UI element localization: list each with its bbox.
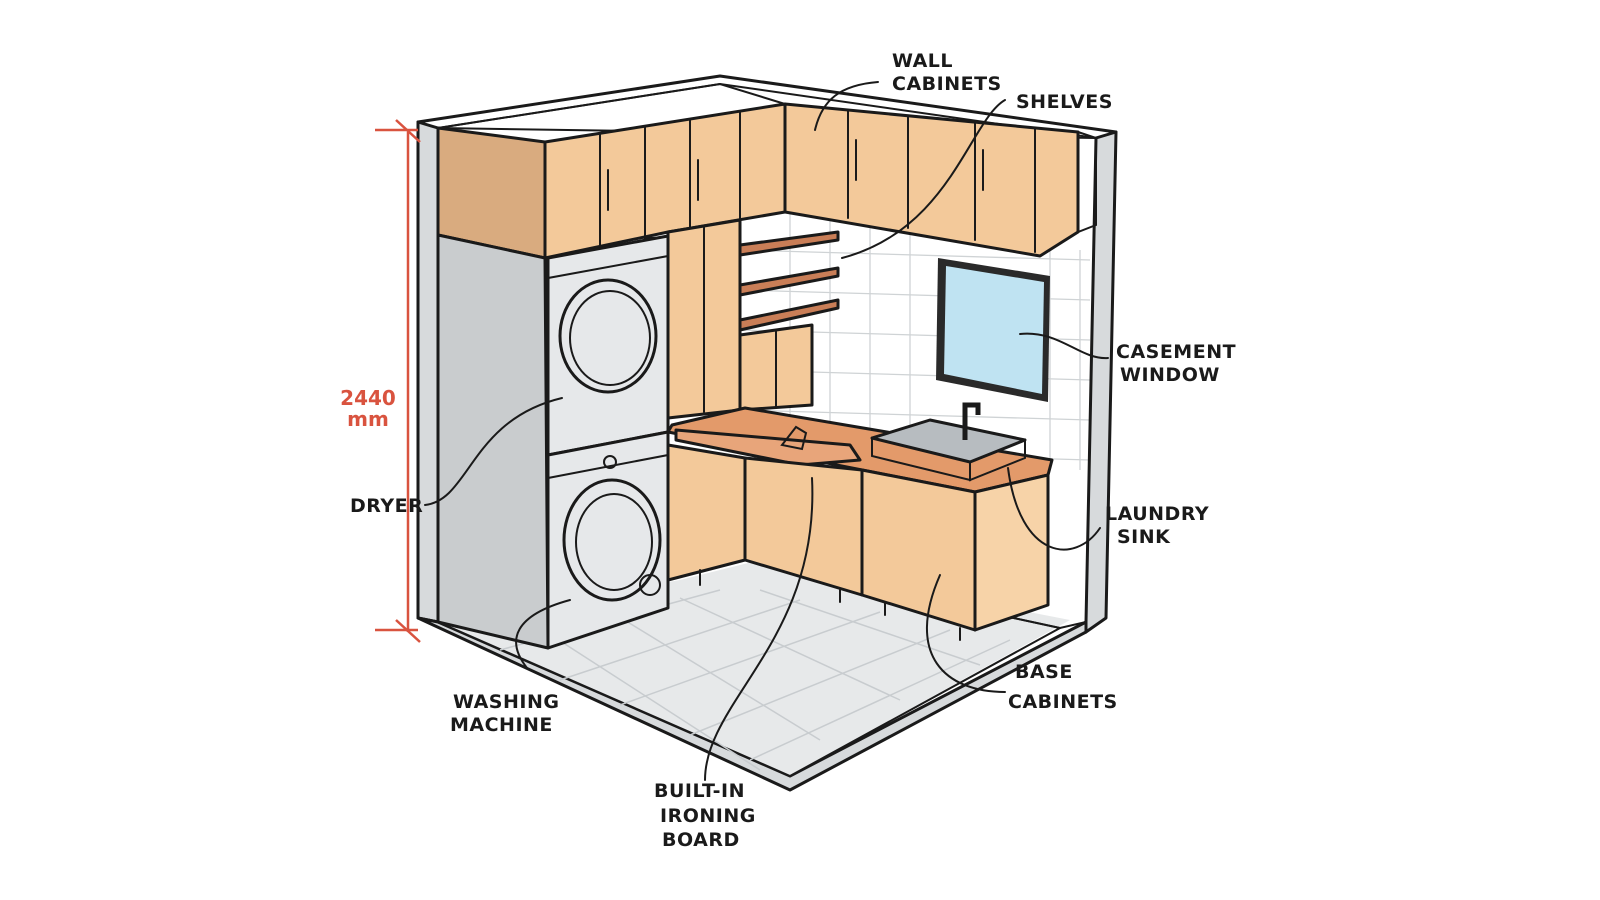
label-washing-2: MACHINE: [450, 714, 553, 736]
label-ironing-2: IRONING: [660, 805, 756, 827]
label-laundry-1: LAUNDRY: [1105, 503, 1209, 525]
leader-lines: [424, 81, 1109, 781]
wall-cabinets: [436, 82, 1097, 260]
shelves: [738, 230, 840, 332]
label-laundry-2: SINK: [1117, 526, 1171, 548]
label-ironing-1: BUILT-IN: [654, 780, 745, 802]
label-casement-1: CASEMENT: [1116, 341, 1236, 363]
dimension-unit: mm: [347, 407, 389, 431]
label-shelves: SHELVES: [1016, 91, 1113, 113]
labels: WALL CABINETS SHELVES CASEMENT WINDOW LA…: [350, 50, 1236, 851]
dimension-value: 2440: [340, 386, 396, 410]
ironing-board: [674, 428, 862, 467]
appliance-column: [436, 233, 670, 650]
label-wall-cabinets-2: CABINETS: [892, 73, 1002, 95]
casement-window: [936, 258, 1050, 402]
label-ironing-3: BOARD: [662, 829, 740, 851]
base-cabinets: [666, 443, 1050, 641]
countertop: [666, 402, 1054, 494]
label-base-2: CABINETS: [1008, 691, 1118, 713]
label-wall-cabinets-1: WALL: [892, 50, 953, 72]
label-dryer: DRYER: [350, 495, 423, 517]
label-base-1: BASE: [1015, 661, 1073, 683]
label-washing-1: WASHING: [453, 691, 559, 713]
height-dimension: 2440 mm: [330, 119, 421, 643]
label-casement-2: WINDOW: [1120, 364, 1220, 386]
